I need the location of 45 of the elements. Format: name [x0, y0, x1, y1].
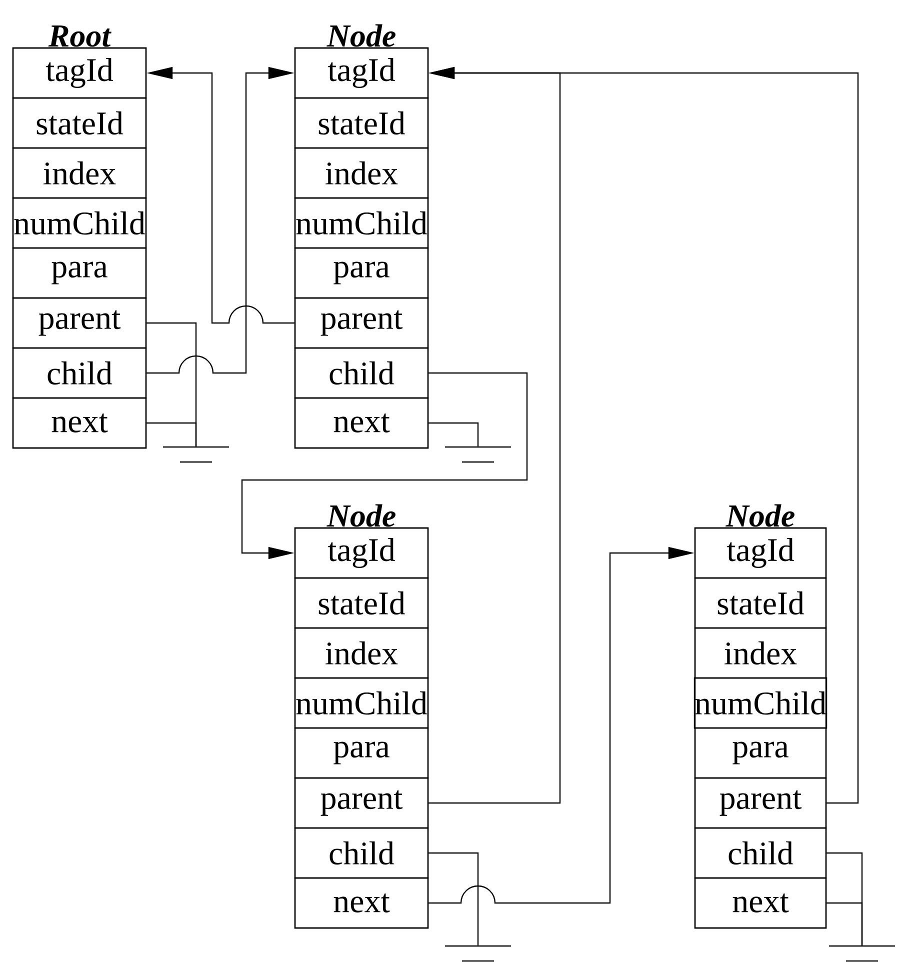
field-cell: next — [294, 877, 429, 929]
node-label: Root — [48, 26, 112, 47]
field-cell: numChild — [12, 197, 147, 249]
field-cell: parent — [294, 297, 429, 349]
field-cell: child — [294, 347, 429, 399]
field-cell: numChild — [694, 677, 828, 729]
field-cell: tagId — [294, 527, 429, 579]
field-cell: stateId — [294, 97, 429, 149]
field-cell: index — [12, 147, 147, 199]
pointer-arrow — [241, 372, 528, 560]
field-cell: stateId — [694, 577, 827, 629]
node-label: Node — [726, 504, 794, 527]
node-label: Node — [326, 24, 396, 47]
field-cell: index — [694, 627, 827, 679]
field-cell: next — [694, 877, 827, 929]
field-cell: index — [294, 147, 429, 199]
field-cell: tagId — [294, 47, 429, 99]
field-cell: stateId — [12, 97, 147, 149]
field-cell: numChild — [294, 677, 429, 729]
field-cell: tagId — [694, 527, 827, 579]
connector-line — [826, 902, 863, 946]
field-cell: parent — [12, 297, 147, 349]
field-cell: parent — [694, 777, 827, 829]
connector-line — [428, 852, 479, 946]
field-cell: para — [294, 247, 429, 299]
ground-symbol — [163, 446, 229, 463]
field-cell: numChild — [294, 197, 429, 249]
field-cell: next — [12, 397, 147, 449]
field-cell: child — [12, 347, 147, 399]
ground-symbol — [829, 945, 895, 962]
field-cell: tagId — [12, 47, 147, 99]
connector-line — [146, 422, 197, 446]
connector-line — [428, 422, 479, 446]
field-cell: index — [294, 627, 429, 679]
field-cell: para — [294, 727, 429, 779]
ground-symbol — [445, 446, 511, 463]
ground-symbol — [445, 945, 511, 962]
field-cell: para — [12, 247, 147, 299]
field-cell: parent — [294, 777, 429, 829]
field-cell: stateId — [294, 577, 429, 629]
field-cell: child — [694, 827, 827, 879]
node-label: Node — [326, 504, 396, 527]
field-cell: para — [694, 727, 827, 779]
field-cell: next — [294, 397, 429, 449]
field-cell: child — [294, 827, 429, 879]
